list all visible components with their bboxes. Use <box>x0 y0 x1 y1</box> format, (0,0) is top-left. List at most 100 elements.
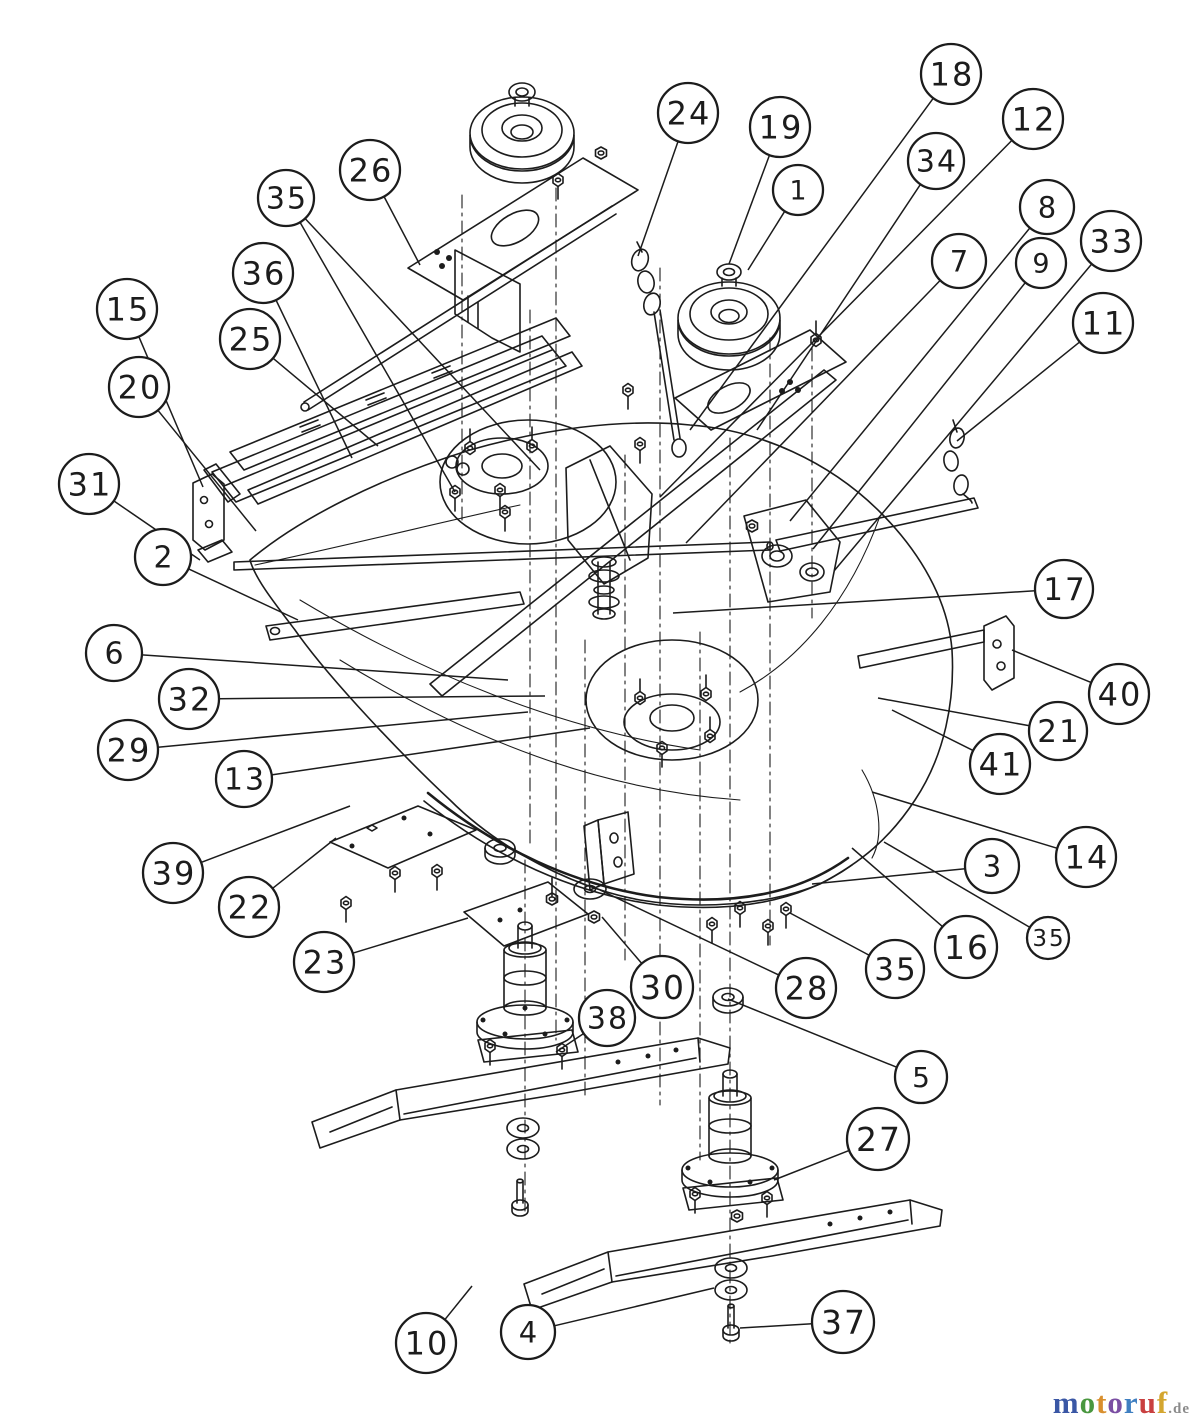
rear-bracket <box>857 615 1015 691</box>
leader-line-32 <box>218 695 546 700</box>
callout-balloon-19 <box>748 95 812 159</box>
callout-balloon-28 <box>774 956 838 1020</box>
left-bracket <box>192 473 233 563</box>
callout-balloon-26 <box>338 138 402 202</box>
callout-5-38: 5 <box>727 998 949 1105</box>
callout-number-13: 13 <box>224 763 266 798</box>
callout-balloon-9 <box>1014 236 1068 290</box>
leader-line-35 <box>883 841 1031 929</box>
leader-line-29 <box>157 711 529 748</box>
callout-13-11: 13 <box>214 727 591 809</box>
leader-line-11 <box>956 341 1081 442</box>
leader-line-12 <box>659 139 1013 498</box>
callout-number-24: 24 <box>667 94 712 132</box>
center-bracket <box>565 445 653 620</box>
leader-line-21 <box>877 697 1030 727</box>
callout-11-25: 11 <box>956 291 1135 442</box>
leader-line-9 <box>812 282 1026 550</box>
callout-number-32: 32 <box>168 680 213 718</box>
leader-line-24 <box>637 141 679 257</box>
callout-balloon-27 <box>845 1106 911 1172</box>
logo-letter: u <box>1138 1385 1157 1420</box>
callout-number-29: 29 <box>107 731 152 769</box>
blade-right <box>523 1199 943 1311</box>
leader-line-19 <box>728 154 771 265</box>
callout-balloon-21 <box>1027 700 1089 762</box>
baffle-plate-left <box>329 805 477 869</box>
motoruf-logo-suffix: .de <box>1168 1401 1190 1417</box>
callout-number-26: 26 <box>349 151 394 189</box>
callout-number-6: 6 <box>104 637 125 672</box>
callout-27-39: 27 <box>773 1106 911 1181</box>
callout-balloon-31 <box>57 452 121 516</box>
callout-number-1: 1 <box>789 176 808 207</box>
motoruf-watermark: motoruf.de <box>1053 1385 1190 1421</box>
leader-line-41 <box>891 709 974 752</box>
callout-10-40: 10 <box>394 1285 473 1375</box>
leader-line-18 <box>689 97 934 431</box>
callout-number-30: 30 <box>640 968 686 1007</box>
callout-balloon-36 <box>231 241 295 305</box>
upper-mount-plate <box>407 146 639 353</box>
callout-number-38: 38 <box>587 1002 629 1037</box>
callout-balloon-1 <box>771 163 825 217</box>
callout-number-10: 10 <box>405 1324 450 1362</box>
callout-balloon-23 <box>292 930 356 994</box>
callout-balloon-34 <box>906 131 966 191</box>
leader-line-7 <box>685 279 941 544</box>
hanger-chain <box>630 241 687 458</box>
callout-34-19: 34 <box>756 131 966 431</box>
callout-balloon-33 <box>1079 209 1143 273</box>
callout-23-14: 23 <box>292 917 469 994</box>
leader-line-5 <box>727 998 898 1068</box>
callout-4-41: 4 <box>499 1287 715 1361</box>
callout-19-16: 19 <box>728 95 812 265</box>
callout-balloon-29 <box>96 718 160 782</box>
lift-arm <box>429 369 837 697</box>
callout-number-9: 9 <box>1032 249 1051 280</box>
callout-35-1: 35 <box>256 168 541 493</box>
logo-letter: f <box>1156 1385 1169 1420</box>
callout-number-39: 39 <box>152 854 197 892</box>
callout-number-16: 16 <box>944 928 990 967</box>
lower-mount-plate <box>674 320 847 431</box>
leader-line-35 <box>304 217 541 471</box>
callout-number-18: 18 <box>930 55 975 93</box>
leader-line-23 <box>352 917 469 954</box>
callout-39-12: 39 <box>141 805 351 905</box>
callout-18-18: 18 <box>689 42 983 431</box>
leader-line-17 <box>672 590 1036 614</box>
callout-balloon-39 <box>141 841 205 905</box>
callout-24-15: 24 <box>637 81 720 257</box>
callout-balloon-25 <box>218 307 282 371</box>
callout-number-31: 31 <box>68 465 113 503</box>
motoruf-logo-text: motoruf <box>1053 1385 1169 1420</box>
callout-balloon-35 <box>1025 915 1071 961</box>
upper-spindle-opening <box>439 419 617 545</box>
callout-number-7: 7 <box>950 244 970 278</box>
callout-12-20: 12 <box>659 87 1065 498</box>
callout-37-42: 37 <box>739 1289 876 1355</box>
callout-28-35: 28 <box>599 889 838 1020</box>
callout-balloon-17 <box>1033 558 1095 620</box>
callout-balloon-2 <box>133 527 193 587</box>
logo-letter: r <box>1123 1385 1139 1420</box>
callout-40-27: 40 <box>1011 649 1151 726</box>
leader-line-28 <box>599 889 780 976</box>
callout-number-2: 2 <box>153 541 174 576</box>
callout-number-17: 17 <box>1043 572 1086 608</box>
callout-8-21: 8 <box>789 178 1076 522</box>
leader-line-34 <box>756 183 922 431</box>
logo-letter: m <box>1052 1385 1080 1420</box>
callout-balloon-11 <box>1071 291 1135 355</box>
callout-number-33: 33 <box>1090 222 1135 260</box>
callout-6-8: 6 <box>84 623 509 683</box>
callout-26-0: 26 <box>338 138 421 266</box>
callout-number-19: 19 <box>759 108 804 146</box>
callout-balloon-16 <box>933 914 999 980</box>
callout-number-40: 40 <box>1098 675 1143 713</box>
callout-14-30: 14 <box>871 791 1118 889</box>
callout-number-37: 37 <box>821 1303 867 1342</box>
